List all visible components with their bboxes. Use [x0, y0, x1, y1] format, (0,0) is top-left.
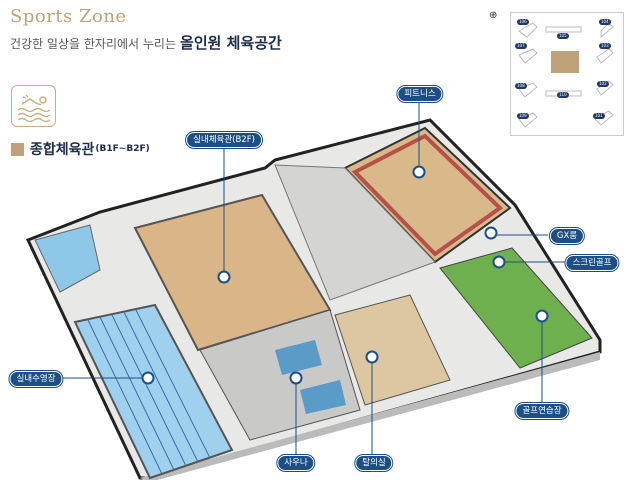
sauna-pool-2 — [300, 380, 346, 414]
marker-sauna[interactable] — [289, 371, 303, 385]
compass-icon: ⊕ — [489, 10, 498, 21]
marker-locker-room[interactable] — [365, 350, 379, 364]
subtitle-plain: 건강한 일상을 한자리에서 누리는 — [10, 37, 177, 51]
sports-zone-marker — [551, 51, 579, 73]
marker-gx-room[interactable] — [484, 226, 498, 240]
section-title: 종합체육관 — [30, 142, 95, 158]
building-tag: 107 — [515, 43, 527, 49]
building-tag: 105 — [557, 33, 569, 39]
building-tag: 109 — [517, 113, 529, 119]
leader-lines — [62, 100, 565, 455]
pool-lanes — [87, 309, 211, 475]
label-fitness[interactable]: 피트니스 — [397, 86, 443, 102]
page-title: Sports Zone — [10, 6, 127, 27]
swimming-pool — [73, 303, 234, 480]
building-tag: 108 — [515, 83, 527, 89]
label-gymnasium[interactable]: 실내체육관(B2F) — [186, 132, 262, 148]
section-heading: 종합체육관 (B1F~B2F) — [11, 139, 150, 159]
sauna-pool-1 — [275, 340, 322, 375]
subtitle-bold: 올인원 체육공간 — [180, 34, 282, 52]
label-screen-golf[interactable]: 스크린골프 — [565, 255, 619, 271]
label-sauna[interactable]: 사우나 — [277, 455, 315, 471]
site-minimap: 106 105 104 107 103 108 110 102 109 101 — [510, 12, 624, 136]
marker-swimming-pool[interactable] — [141, 371, 155, 385]
label-gx-room[interactable]: GX룸 — [549, 228, 585, 244]
marker-fitness[interactable] — [412, 165, 426, 179]
running-track — [351, 133, 504, 257]
marker-gymnasium[interactable] — [217, 270, 231, 284]
marker-golf-range[interactable] — [535, 309, 549, 323]
swimmer-icon — [11, 85, 56, 127]
label-golf-range[interactable]: 골프연습장 — [515, 403, 569, 419]
label-locker-room[interactable]: 탈의실 — [355, 455, 393, 471]
lobby — [274, 164, 436, 301]
building-tag: 110 — [557, 92, 569, 98]
label-swimming-pool[interactable]: 실내수영장 — [9, 371, 63, 387]
legend-swatch — [11, 142, 24, 156]
kids-pool — [34, 224, 101, 293]
building-tag: 101 — [593, 113, 605, 119]
building-tag: 104 — [599, 19, 611, 25]
golf-green — [439, 247, 593, 369]
locker-room — [334, 294, 451, 406]
marker-screen-golf[interactable] — [492, 255, 506, 269]
building-tag: 106 — [517, 19, 529, 25]
floor-shadow — [140, 352, 600, 480]
building-tag: 103 — [599, 43, 611, 49]
building-tag: 102 — [597, 81, 609, 87]
section-floors: (B1F~B2F) — [95, 144, 150, 154]
